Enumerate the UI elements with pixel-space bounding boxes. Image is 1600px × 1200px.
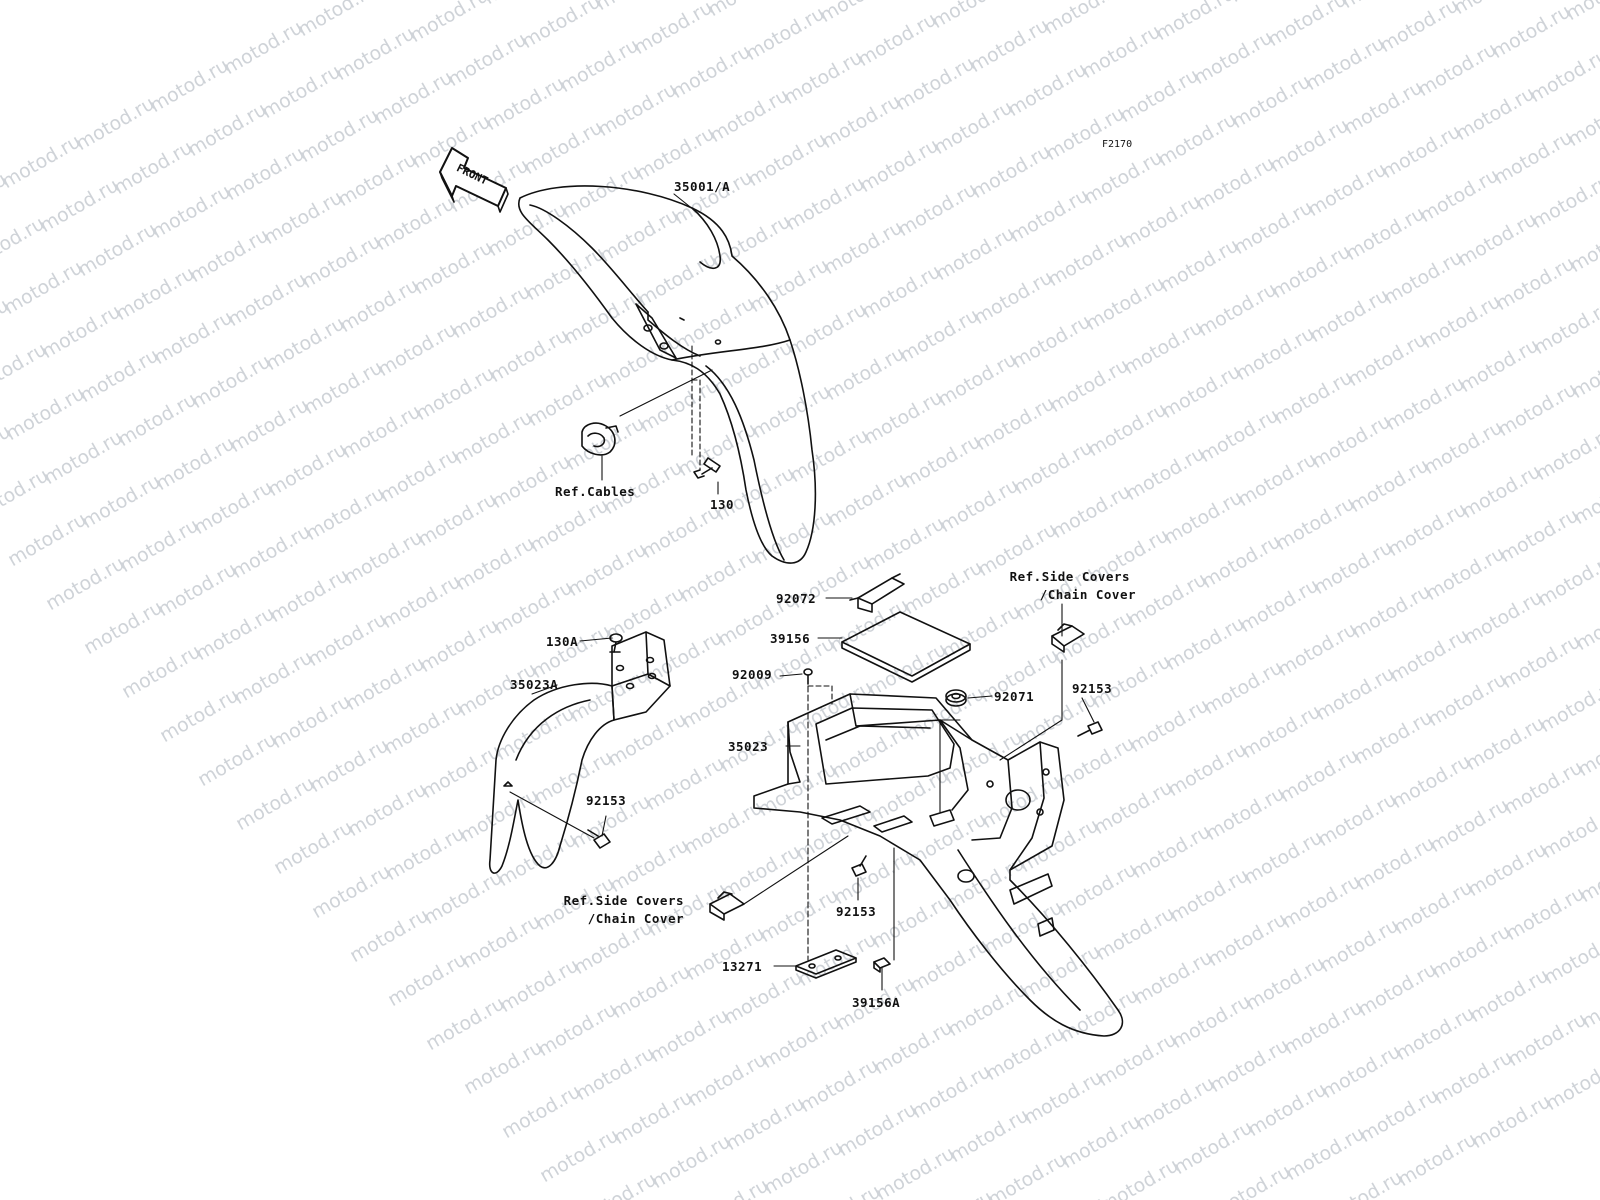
cable-guide-part xyxy=(581,422,619,456)
callout-front-fender: 35001/A xyxy=(674,179,731,194)
rear-fender-front-part xyxy=(488,631,671,874)
callout-screw-92009: 92009 xyxy=(732,667,773,682)
callout-bolt-92153-center: 92153 xyxy=(836,904,877,919)
callout-clamp-92072: 92072 xyxy=(776,591,817,606)
grommet-92071-part xyxy=(945,689,967,707)
pad-39156a-part xyxy=(873,957,891,973)
front-fender-part xyxy=(517,185,817,564)
callout-rear-fender-front: 35023A xyxy=(510,677,559,692)
rear-fender-part xyxy=(753,693,1124,1037)
clamp-92072-part xyxy=(849,573,905,613)
bolt-130-part xyxy=(693,457,721,479)
screw-92009-part xyxy=(803,668,813,685)
callout-ref-side-covers-bottom-line2: /Chain Cover xyxy=(587,911,684,926)
leader-lines xyxy=(509,193,1095,991)
front-arrow-icon xyxy=(439,147,509,213)
callout-ref-side-covers-top-line2: /Chain Cover xyxy=(1039,587,1136,602)
callout-plate-13271: 13271 xyxy=(722,959,763,974)
callout-ref-cables: Ref.Cables xyxy=(555,484,636,499)
bolt-92153-center-part xyxy=(851,855,867,877)
bolt-92153-left-part xyxy=(587,829,611,849)
callout-pad-39156: 39156 xyxy=(770,631,811,646)
callout-pad-39156a: 39156A xyxy=(852,995,901,1010)
callout-bolt-92153-right: 92153 xyxy=(1072,681,1113,696)
side-cover-clip-top-part xyxy=(1051,623,1085,653)
callout-rear-fender: 35023 xyxy=(728,739,769,754)
callout-bolt-130a: 130A xyxy=(546,634,579,649)
callout-grommet-92071: 92071 xyxy=(994,689,1035,704)
bolt-92153-right-part xyxy=(1077,721,1103,737)
callout-bolt-130: 130 xyxy=(710,497,735,512)
side-cover-clip-bottom-part xyxy=(709,891,745,921)
plate-13271-part xyxy=(795,949,857,979)
pad-39156-part xyxy=(841,611,971,683)
callout-ref-side-covers-bottom-line1: Ref.Side Covers xyxy=(563,893,684,908)
callout-ref-side-covers-top-line1: Ref.Side Covers xyxy=(1009,569,1130,584)
figure-code: F2170 xyxy=(1102,139,1133,150)
callout-bolt-92153-left: 92153 xyxy=(586,793,627,808)
